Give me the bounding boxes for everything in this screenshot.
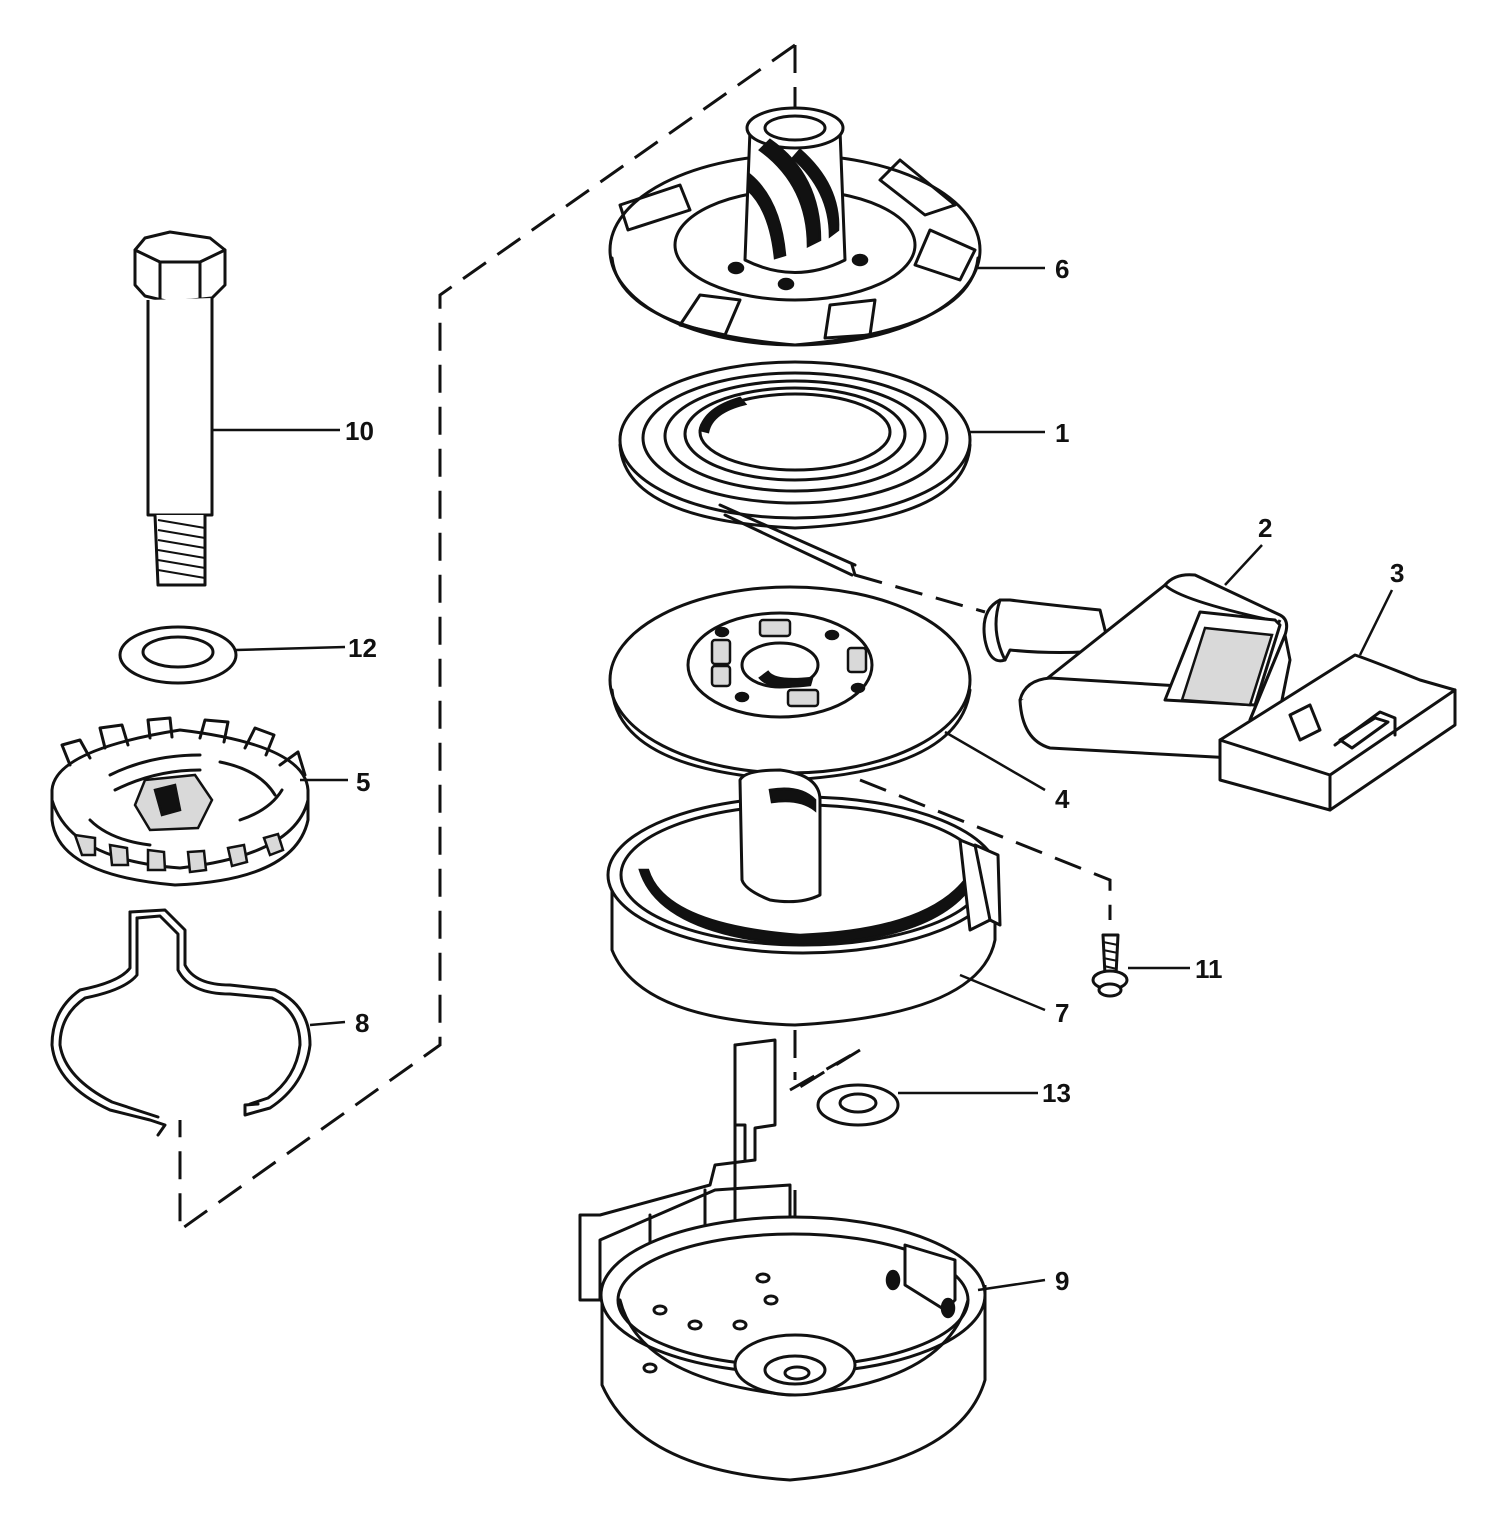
part-5-ratchet-gear xyxy=(50,716,310,887)
callout-9: 9 xyxy=(1055,1266,1069,1296)
callout-6: 6 xyxy=(1055,254,1069,284)
callout-5: 5 xyxy=(356,767,370,797)
callout-11: 11 xyxy=(1195,954,1223,984)
callout-labels: 6 10 1 2 3 12 5 4 11 8 7 13 9 xyxy=(345,254,1404,1296)
part-2-starter-handle xyxy=(982,573,1292,762)
callout-12: 12 xyxy=(348,633,377,663)
part-1-rope-sheave xyxy=(618,360,972,577)
callout-3: 3 xyxy=(1390,558,1404,588)
callout-leaders xyxy=(212,266,1394,1292)
part-11-screw xyxy=(1091,933,1129,998)
part-6-pulley-cam xyxy=(608,106,982,347)
part-12-washer xyxy=(118,625,238,685)
part-10-bolt xyxy=(133,230,227,587)
callout-10: 10 xyxy=(345,416,374,446)
callout-13: 13 xyxy=(1042,1078,1071,1108)
part-9-housing xyxy=(578,1038,987,1482)
callout-2: 2 xyxy=(1258,513,1272,543)
part-4-pawl-plate xyxy=(608,585,972,782)
part-13-washer xyxy=(816,1083,900,1127)
part-3-handle-insert xyxy=(1218,653,1457,812)
callout-7: 7 xyxy=(1055,998,1069,1028)
callout-1: 1 xyxy=(1055,418,1069,448)
part-7-recoil-spring xyxy=(606,768,1002,1027)
callout-8: 8 xyxy=(355,1008,369,1038)
part-8-spring-clip xyxy=(50,908,312,1137)
callout-4: 4 xyxy=(1055,784,1070,814)
